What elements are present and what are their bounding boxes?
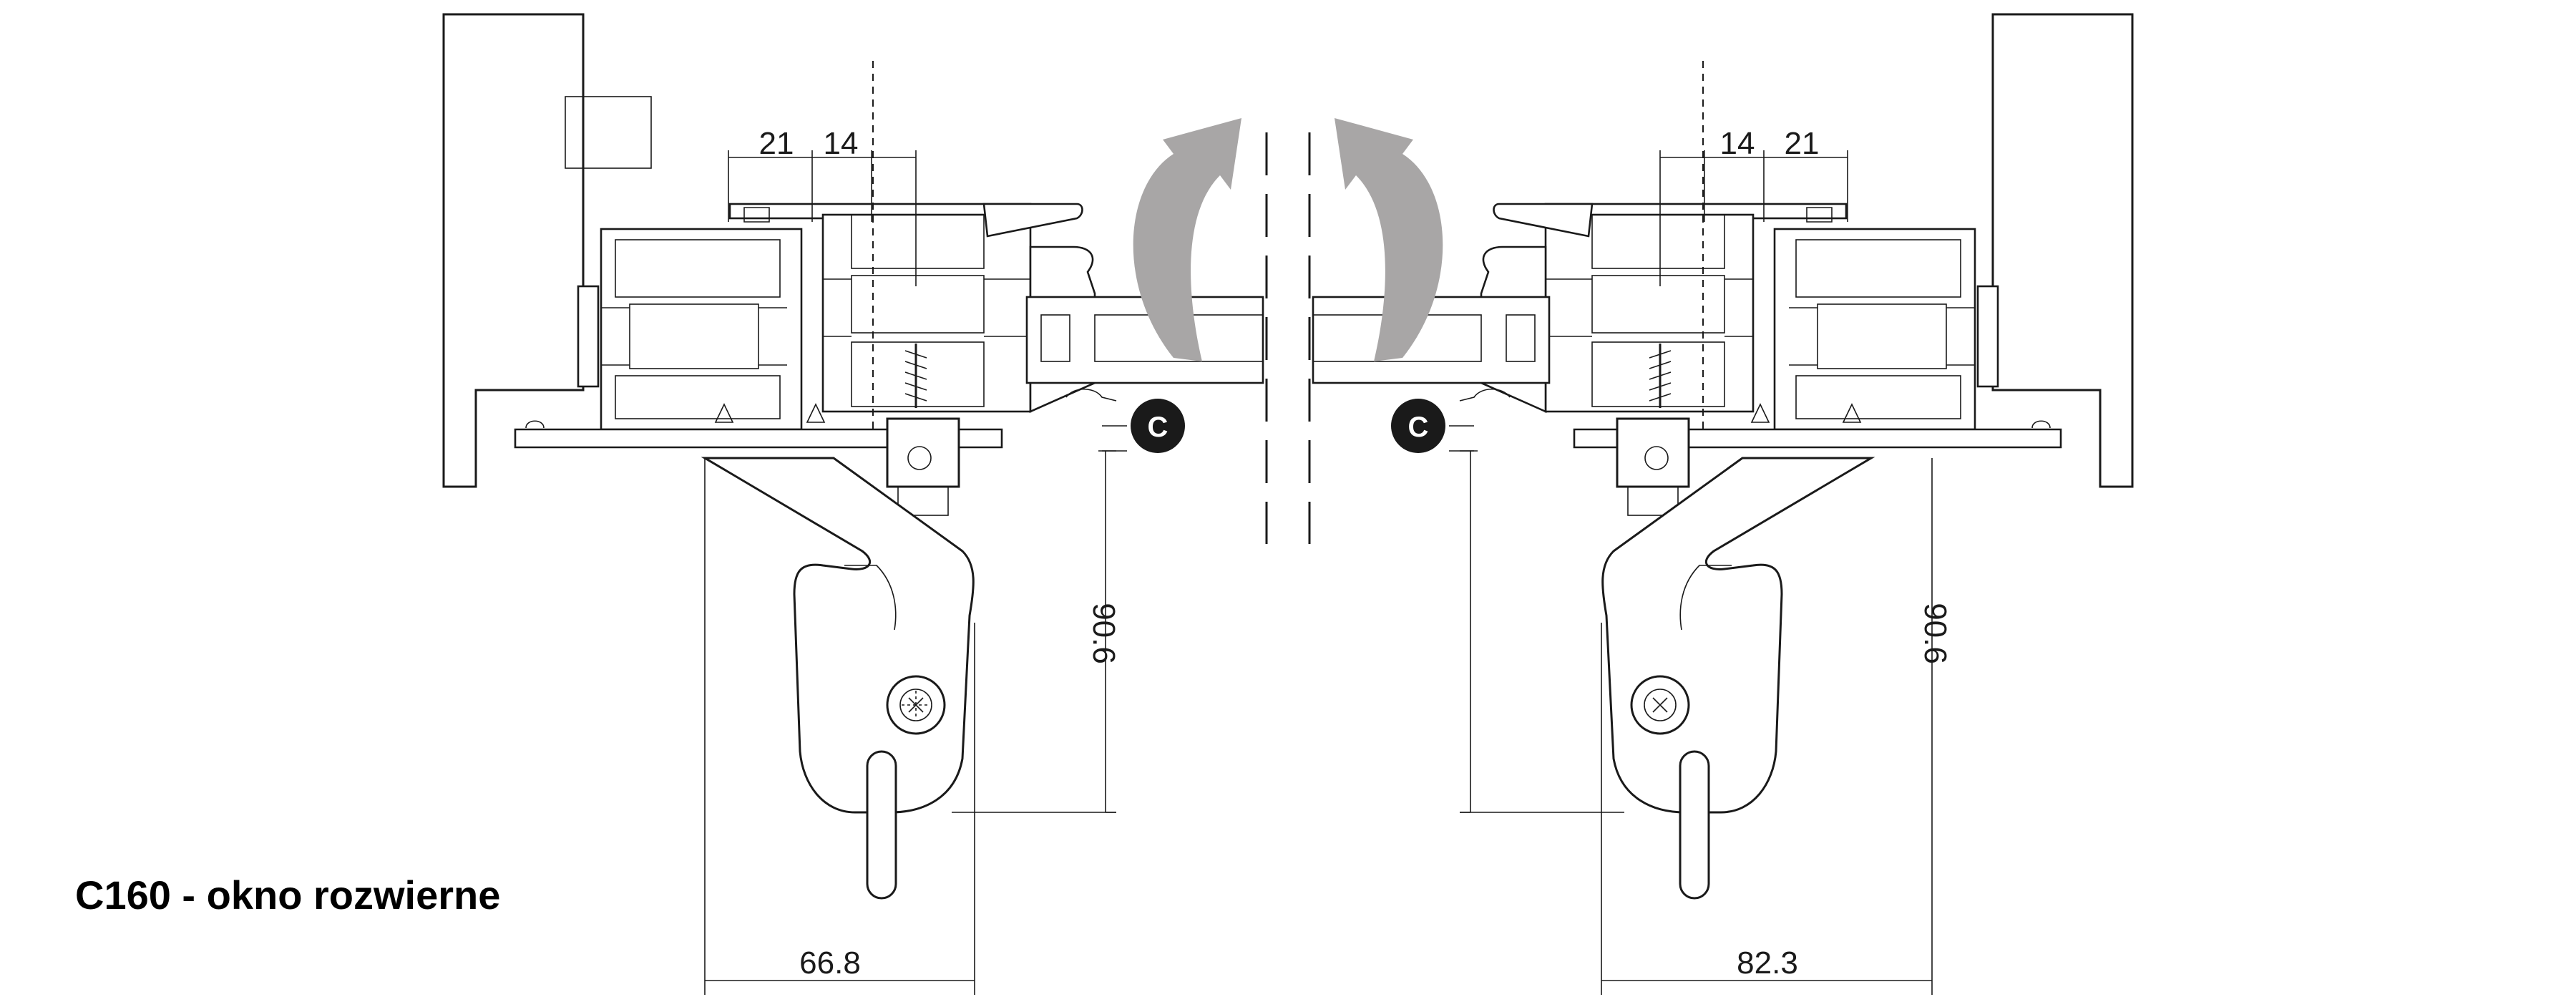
svg-text:C: C [1408, 412, 1429, 443]
right-assembly: C 14 21 90.6 82.3 [1308, 13, 2134, 995]
left-dimensions [704, 150, 1127, 995]
left-handle-rod [866, 750, 897, 900]
right-dim-top-b: 21 [1785, 126, 1820, 161]
left-hinge-arm [701, 457, 975, 814]
left-glazing [1025, 245, 1264, 414]
left-hinge-pivot [886, 675, 946, 735]
left-frame-profile [514, 228, 1003, 449]
left-dim-top-b: 14 [824, 126, 859, 161]
left-rotate-arrow [1133, 118, 1241, 361]
left-glass-unit [1025, 296, 1264, 384]
left-detail-badge: C [1131, 399, 1185, 453]
right-dim-top-a: 14 [1720, 126, 1755, 161]
left-assembly: C 21 14 90.6 66.8 [442, 13, 1268, 995]
svg-text:C: C [1148, 412, 1169, 443]
right-dim-bottom: 82.3 [1737, 945, 1798, 981]
right-dim-vertical: 90.6 [1918, 603, 1953, 664]
left-screw [904, 344, 927, 408]
right-detail-badge: C [1408, 412, 1429, 443]
left-wall-fixing [577, 285, 600, 388]
left-hinge-bracket [886, 417, 960, 516]
left-dim-top-a: 21 [759, 126, 794, 161]
left-dim-bottom: 66.8 [799, 945, 861, 981]
drawing-title: C160 - okno rozwierne [75, 872, 500, 918]
left-wall [442, 13, 585, 488]
left-wall-block [565, 96, 652, 169]
left-dim-vertical: 90.6 [1086, 603, 1121, 664]
